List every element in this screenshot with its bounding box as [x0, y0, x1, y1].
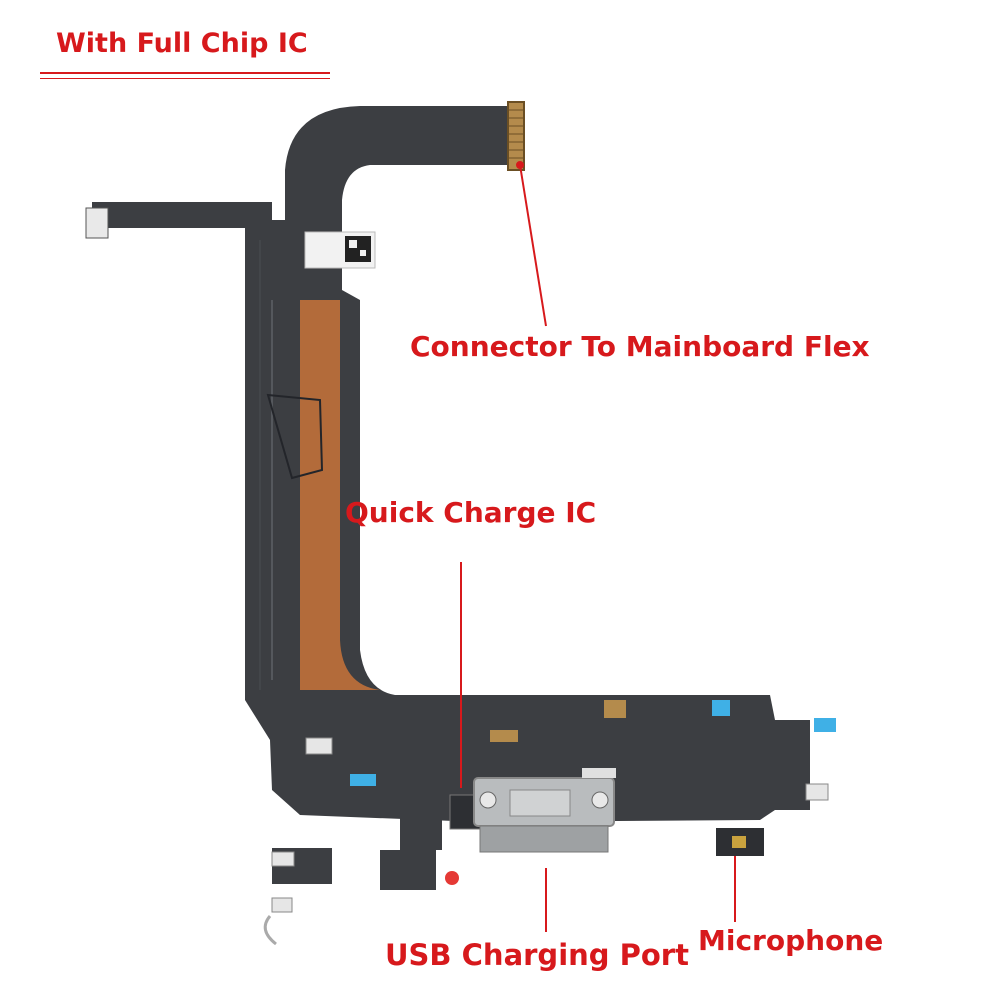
- title-underline-thin: [40, 78, 330, 79]
- callout-connector-label: Connector To Mainboard Flex: [410, 330, 870, 363]
- usb-charging-port: [473, 777, 615, 853]
- callout-microphone-label: Microphone: [698, 924, 884, 957]
- mainboard-connector: [507, 101, 525, 171]
- title-underline: [40, 72, 330, 74]
- page-title: With Full Chip IC: [56, 28, 308, 59]
- flex-cable: [85, 106, 790, 822]
- callout-quick-charge-label: Quick Charge IC: [345, 496, 597, 529]
- barcode-sticker: [304, 231, 376, 269]
- microphone-module: [716, 828, 764, 856]
- callout-usb-port-label: USB Charging Port: [385, 938, 689, 972]
